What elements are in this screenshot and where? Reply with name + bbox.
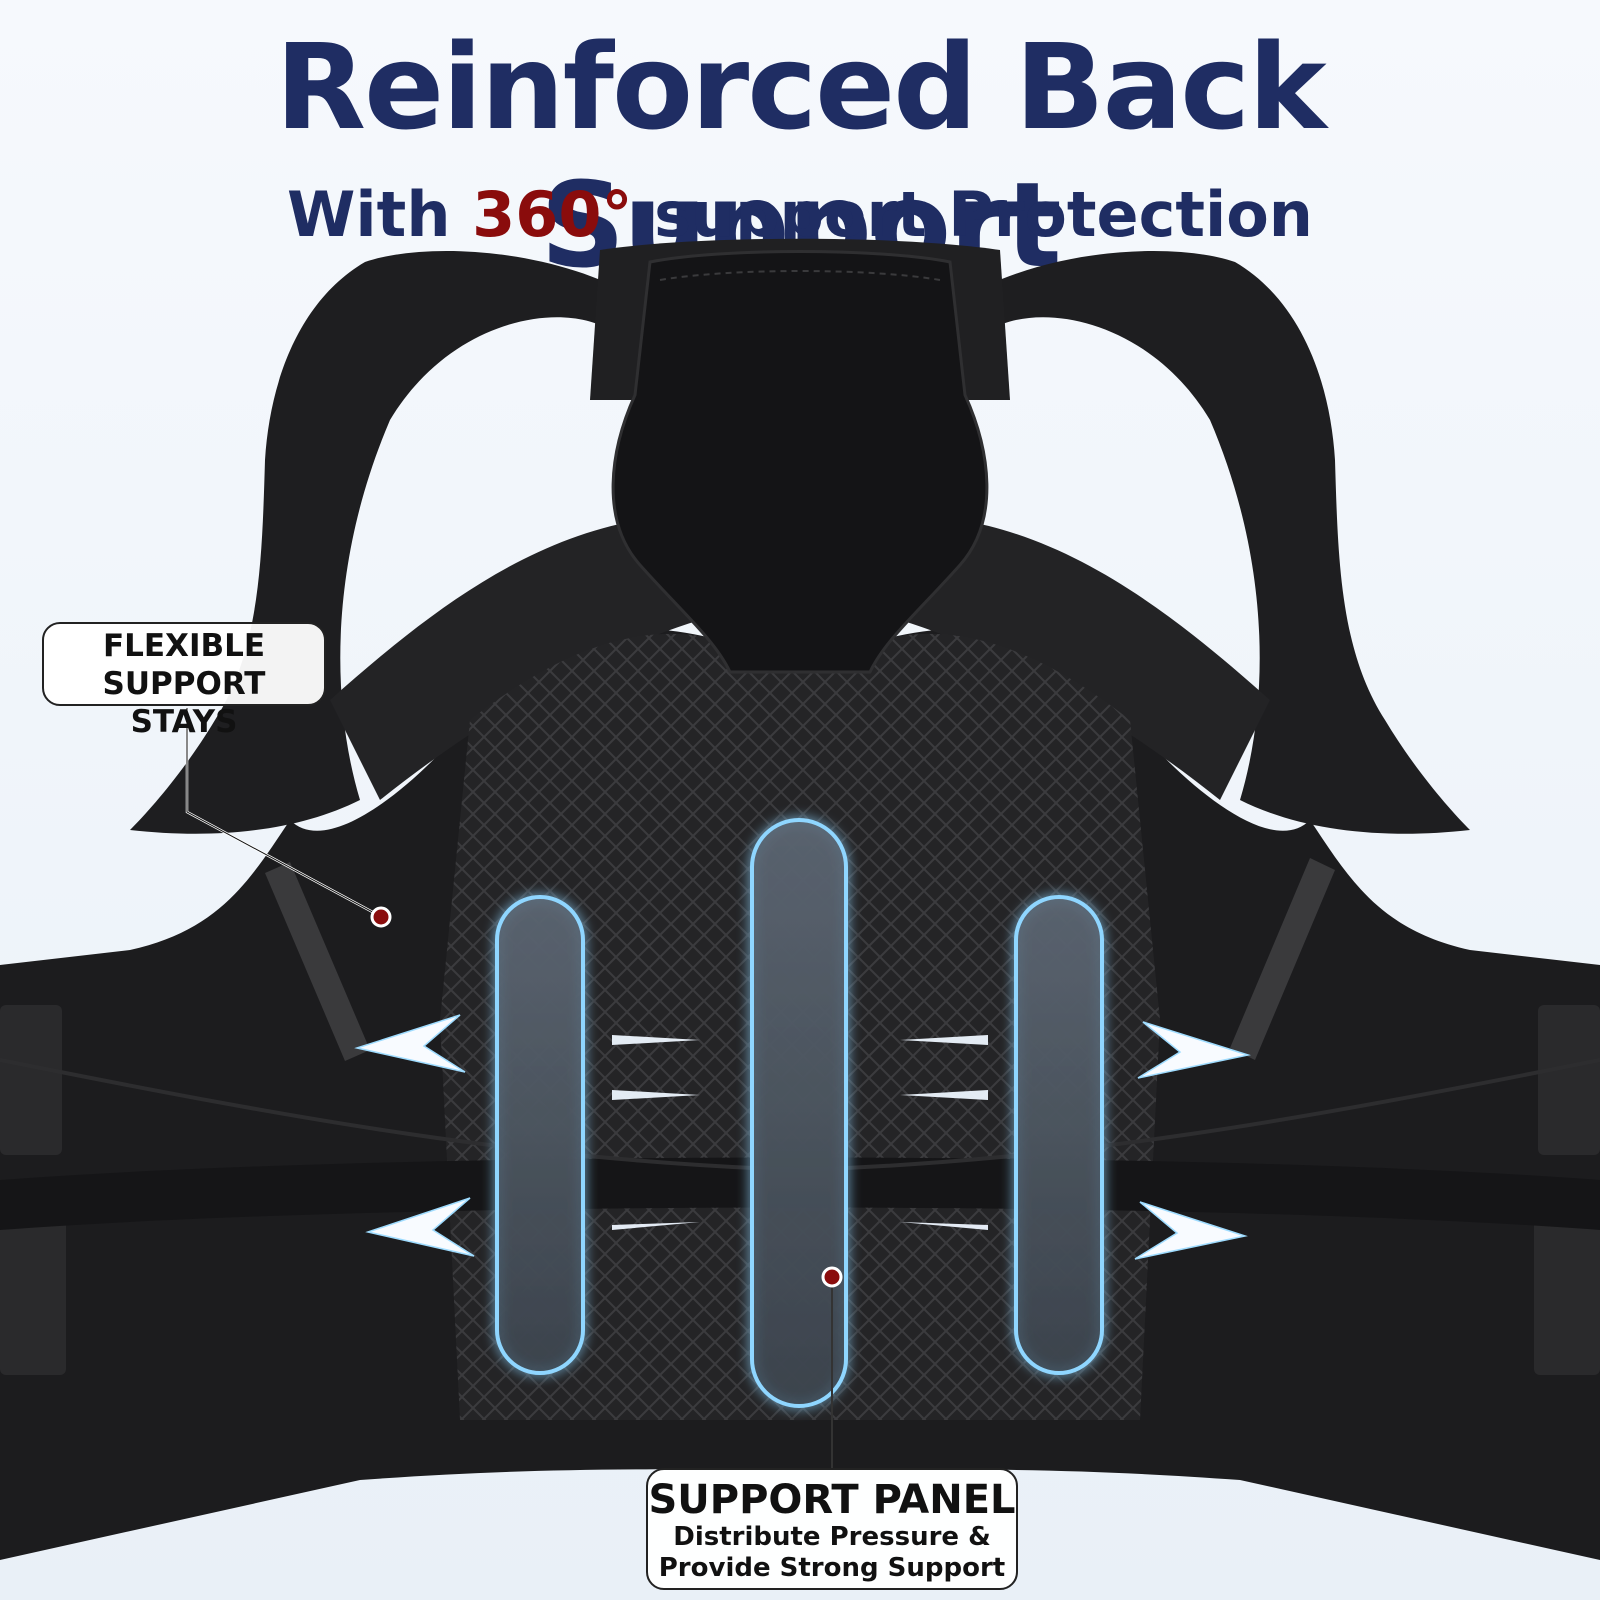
arrow-left-icon — [365, 1197, 475, 1257]
arrow-right-icon — [612, 1035, 700, 1045]
callout-support-panel: SUPPORT PANEL Distribute Pressure & Prov… — [646, 1468, 1018, 1590]
arrow-left-icon — [900, 1035, 988, 1045]
arrow-left-icon — [900, 1222, 988, 1230]
left-velcro-tab-top — [0, 1005, 62, 1155]
subtitle-prefix: With — [287, 178, 473, 251]
right-shoulder-strap — [960, 250, 1470, 834]
right-velcro-tab-bottom — [1534, 1190, 1600, 1375]
left-stay — [265, 862, 370, 1061]
callout-panel-title: SUPPORT PANEL — [648, 1477, 1016, 1523]
arrow-left-icon — [900, 1090, 988, 1100]
support-panel-left — [495, 895, 585, 1375]
page-title: Reinforced Back Support — [275, 18, 1326, 294]
arrow-right-icon — [1137, 1021, 1251, 1079]
callout-panel-line2: Provide Strong Support — [658, 1553, 1006, 1583]
right-velcro-tab-top — [1538, 1005, 1600, 1155]
support-panel-center — [750, 818, 848, 1408]
left-velcro-tab-bottom — [0, 1190, 66, 1375]
callout-flexible-support-stays: FLEXIBLE SUPPORT STAYS — [42, 622, 326, 740]
marker-dot-icon — [821, 1266, 843, 1288]
arrow-right-icon — [612, 1090, 700, 1100]
subtitle: With 360° support Protection — [0, 178, 1600, 251]
arrow-right-icon — [1134, 1201, 1248, 1260]
callout-flexible-line1: FLEXIBLE — [102, 628, 266, 664]
leather-plate — [611, 250, 989, 674]
callout-panel-line1: Distribute Pressure & — [673, 1522, 991, 1552]
callout-flexible-line2: SUPPORT STAYS — [102, 666, 266, 740]
marker-dot-icon — [370, 906, 392, 928]
right-stay — [1230, 858, 1335, 1060]
subtitle-highlight: 360° — [472, 178, 633, 251]
arrow-left-icon — [354, 1014, 466, 1073]
arrow-right-icon — [612, 1222, 700, 1230]
subtitle-suffix: support Protection — [632, 178, 1313, 251]
support-panel-right — [1014, 895, 1104, 1375]
